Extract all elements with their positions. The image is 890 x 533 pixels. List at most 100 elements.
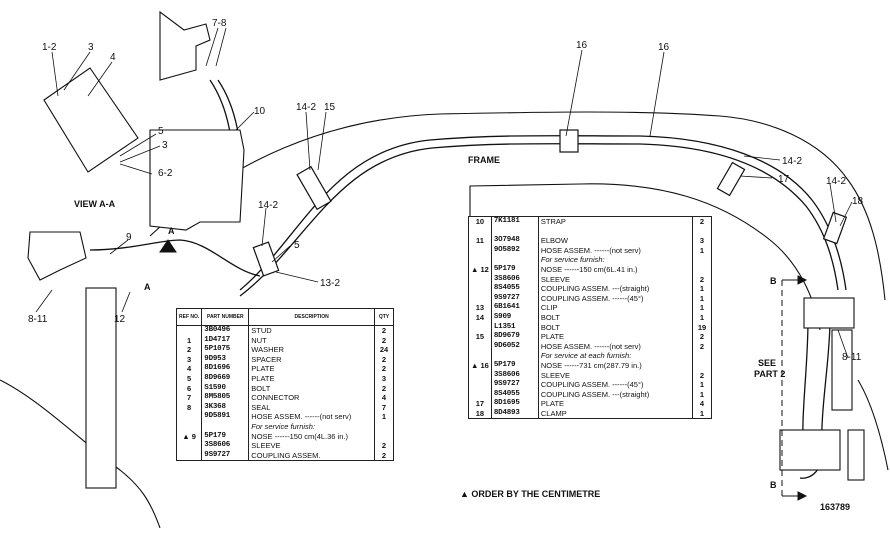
ref-cell: ▲ 16 [471,360,489,370]
part-number-cell: 7K1181 [490,217,539,227]
column-left [85,287,117,489]
parts-table-left: REF NO. PART NUMBER DESCRIPTION QTY 3B04… [176,308,394,462]
part-number-cell: 3K368 [201,402,249,413]
ref-cell: 3 [187,354,192,364]
description-cell: CONNECTOR [248,393,375,403]
part-number-cell: 8M5805 [201,393,249,403]
qty-cell: 4 [692,399,711,409]
description-cell [537,226,693,237]
callout-3b: 3 [162,140,168,151]
callout-17: 17 [778,174,790,185]
callout-8-11-right: 8-11 [842,352,862,363]
description-cell: COUPLING ASSEM. [248,450,375,461]
callout-14-2-c: 14-2 [782,156,802,167]
footnote: ▲ ORDER BY THE CENTIMETRE [460,489,600,499]
qty-cell: 1 [692,303,711,313]
ref-cell: 11 [475,236,484,246]
description-cell: BOLT [248,383,375,394]
ref-cell [469,294,491,304]
qty-cell: 2 [692,274,711,285]
callout-7-8: 7-8 [212,18,227,29]
qty-cell: 24 [374,345,393,355]
frame-outline-lower [469,183,821,331]
qty-cell: 2 [692,217,711,227]
ref-cell: 13 [475,303,485,313]
valve-block [149,129,245,231]
description-cell: SLEEVE [248,441,375,451]
plate-17 [716,161,746,197]
part-number-cell: 1D4717 [201,335,249,346]
ref-cell: 5 [187,374,192,384]
description-cell: BOLT [537,312,693,323]
callout-12: 12 [114,314,126,325]
ref-cell: 10 [475,217,485,227]
ref-cell [469,342,491,352]
qty-cell: 1 [692,245,711,256]
qty-cell: 1 [692,284,711,294]
callout-10: 10 [254,106,266,117]
qty-cell: 1 [692,293,711,304]
callout-1-2: 1-2 [42,42,57,53]
ref-cell [469,255,491,265]
frame-right-curve [857,379,889,471]
part-number-cell [490,351,539,361]
part-number-cell: L1351 [490,322,539,333]
callout-6-2: 6-2 [158,168,173,179]
qty-cell: 2 [692,332,711,342]
part-number-cell: 9D953 [201,354,249,365]
description-cell: HOSE ASSEM. ------(not serv) [537,341,693,352]
qty-cell: 2 [374,383,393,394]
part-number-cell [490,226,539,237]
part-number-cell: 3S8606 [490,274,539,285]
table-row [469,226,711,237]
qty-cell [692,360,711,371]
part-number-cell: 3B0496 [201,325,249,336]
description-cell: For service at each furnish: [537,351,693,361]
callout-18: 18 [852,196,864,207]
part-number-cell: 8D1696 [201,364,249,374]
qty-cell: 2 [374,325,393,336]
description-cell: SLEEVE [537,274,693,285]
description-cell: HOSE ASSEM. ------(not serv) [248,412,375,422]
description-cell: HOSE ASSEM. ------(not serv) [537,245,693,256]
part-number-cell: 5P1075 [201,345,249,355]
frame-label: FRAME [468,155,500,165]
view-label: VIEW A-A [74,199,116,209]
qty-cell: 4 [374,393,393,403]
hose-16-upper [239,135,847,291]
qty-cell [374,421,393,432]
callout-14-2-b: 14-2 [258,200,278,211]
qty-cell [374,431,393,442]
ref-cell [469,390,491,400]
description-cell: SPACER [248,354,375,365]
qty-cell: 2 [374,354,393,365]
ref-cell [177,441,202,451]
qty-cell: 3 [692,236,711,246]
description-cell: PLATE [537,332,693,342]
qty-cell: 1 [692,312,711,323]
ref-cell [177,422,202,432]
callout-5b: 5 [294,240,300,251]
ref-cell [469,227,491,237]
ref-cell [469,380,491,390]
description-cell: COUPLING ASSEM. ------(45°) [537,380,693,390]
ref-cell: ▲ 12 [471,265,489,275]
qty-cell [692,226,711,237]
